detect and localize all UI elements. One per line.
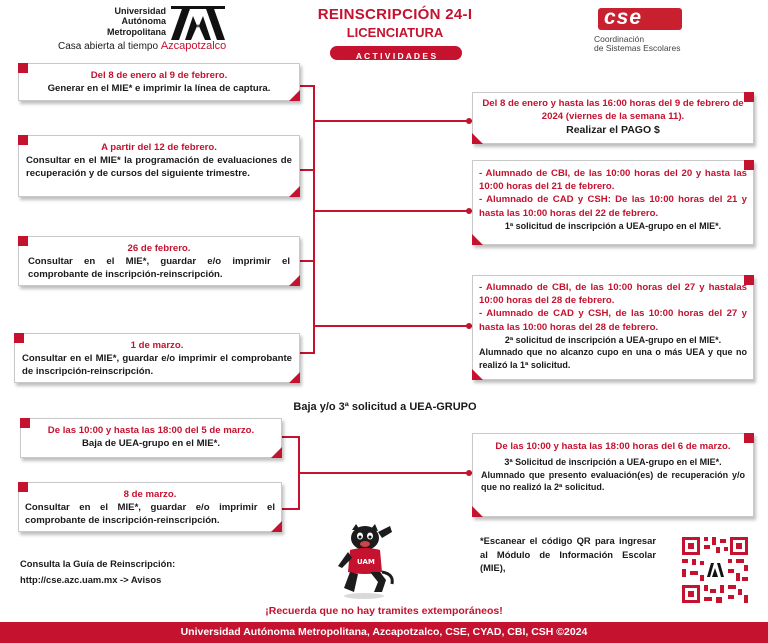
footer-text: Universidad Autónoma Metropolitana, Azca… (181, 626, 588, 638)
connector-br1 (300, 472, 472, 474)
connector-l4 (298, 352, 315, 354)
activities-label: A C T I V I D A D E S (356, 51, 436, 61)
guide-block: Consulta la Guía de Reinscripción: http:… (20, 556, 175, 588)
right-box-3: - Alumnado de CBI, de las 10:00 horas de… (472, 275, 754, 380)
footer-bar: Universidad Autónoma Metropolitana, Azca… (0, 622, 768, 643)
right-box-3-text1: 2ª solicitud de inscripción a UEA-grupo … (479, 334, 747, 346)
section-heading: Baja y/o 3ª solicitud a UEA-GRUPO (240, 401, 530, 413)
left-box-1: Del 8 de enero al 9 de febrero. Generar … (18, 63, 300, 101)
right-box-4-text1: 3ª Solicitud de inscripción a UEA-grupo … (481, 456, 745, 468)
cse-logo-text: cse (604, 6, 642, 30)
cse-logo-block: cse Coordinación de Sistemas Escolares (592, 8, 712, 58)
left-box-2-date: A partir del 12 de febrero. (26, 141, 292, 154)
left-box-2: A partir del 12 de febrero. Consultar en… (18, 135, 300, 197)
connector-trunk-top (313, 85, 315, 353)
right-box-3-line2: - Alumnado de CAD y CSH, de las 10:00 ho… (479, 307, 747, 333)
panther-mascot-icon: UAM (330, 522, 402, 600)
right-box-1-date: Del 8 de enero y hasta las 16:00 horas d… (481, 97, 745, 123)
left-box-3: 26 de febrero. Consultar en el MIE*, gua… (18, 236, 300, 286)
right-box-3-text2: Alumnado que no alcanzo cupo en una o má… (479, 346, 747, 371)
right-box-4: De las 10:00 y hasta las 18:00 horas del… (472, 433, 754, 517)
left-box-4-text: Consultar en el MIE*, guardar e/o imprim… (22, 352, 292, 378)
left-box-1-date: Del 8 de enero al 9 de febrero. (27, 69, 291, 82)
left-box-5-text: Baja de UEA-grupo en el MIE*. (27, 437, 275, 450)
activities-banner: A C T I V I D A D E S (330, 46, 462, 60)
connector-r1 (315, 120, 473, 122)
connector-bl1 (280, 436, 300, 438)
left-box-4-date: 1 de marzo. (22, 339, 292, 352)
left-box-6-date: 8 de marzo. (25, 488, 275, 501)
connector-l1 (298, 85, 315, 87)
uni-name-line3: Metropolitana (96, 27, 166, 37)
page-title: REINSCRIPCIÓN 24-I (290, 6, 500, 23)
page-subtitle: LICENCIATURA (290, 25, 500, 40)
uni-name-line2: Autónoma (96, 16, 166, 26)
uam-logo-block: Universidad Autónoma Metropolitana Casa … (40, 6, 270, 52)
right-box-2-line1: - Alumnado de CBI, de las 10:00 horas de… (479, 167, 747, 193)
qr-note: *Escanear el código QR para ingresar al … (480, 534, 656, 575)
left-box-3-text: Consultar en el MIE*, guardar e/o imprim… (28, 255, 290, 281)
uni-name-line1: Universidad (96, 6, 166, 16)
connector-bl2 (280, 508, 300, 510)
right-box-2: - Alumnado de CBI, de las 10:00 horas de… (472, 160, 754, 245)
left-box-5: De las 10:00 y hasta las 18:00 del 5 de … (20, 418, 282, 458)
left-box-3-date: 26 de febrero. (28, 242, 290, 255)
right-box-4-date: De las 10:00 y hasta las 18:00 horas del… (481, 440, 745, 453)
right-box-1-text: Realizar el PAGO $ (481, 123, 745, 137)
left-box-5-date: De las 10:00 y hasta las 18:00 del 5 de … (27, 424, 275, 437)
uam-logo-icon (171, 6, 225, 40)
right-box-3-line1: - Alumnado de CBI, de las 10:00 horas de… (479, 281, 747, 307)
guide-link[interactable]: http://cse.azc.uam.mx -> Avisos (20, 572, 175, 588)
right-box-4-text2: Alumnado que presento evaluación(es) de … (481, 469, 745, 494)
qr-code-icon[interactable] (680, 535, 750, 605)
uni-campus: Azcapotzalco (161, 40, 226, 52)
connector-r2 (315, 210, 473, 212)
connector-l3 (298, 260, 315, 262)
title-block: REINSCRIPCIÓN 24-I LICENCIATURA (290, 6, 500, 40)
left-box-2-text: Consultar en el MIE* la programación de … (26, 154, 292, 180)
connector-r3 (315, 325, 473, 327)
uni-tagline: Casa abierta al tiempo (58, 41, 158, 52)
left-box-4: 1 de marzo. Consultar en el MIE*, guarda… (14, 333, 300, 383)
right-box-2-line2: - Alumnado de CAD y CSH: De las 10:00 ho… (479, 193, 747, 219)
svg-text:UAM: UAM (357, 558, 375, 566)
cse-line2: de Sistemas Escolares (594, 44, 680, 53)
guide-line1: Consulta la Guía de Reinscripción: (20, 556, 175, 572)
left-box-6-text: Consultar en el MIE*, guardar e/o imprim… (25, 501, 275, 527)
reminder-text: ¡Recuerda que no hay tramites extemporán… (184, 605, 584, 617)
right-box-2-text: 1ª solicitud de inscripción a UEA-grupo … (479, 220, 747, 232)
connector-l2 (298, 169, 315, 171)
left-box-1-text: Generar en el MIE* e imprimir la línea d… (27, 82, 291, 95)
right-box-1: Del 8 de enero y hasta las 16:00 horas d… (472, 92, 754, 144)
left-box-6: 8 de marzo. Consultar en el MIE*, guarda… (18, 482, 282, 532)
